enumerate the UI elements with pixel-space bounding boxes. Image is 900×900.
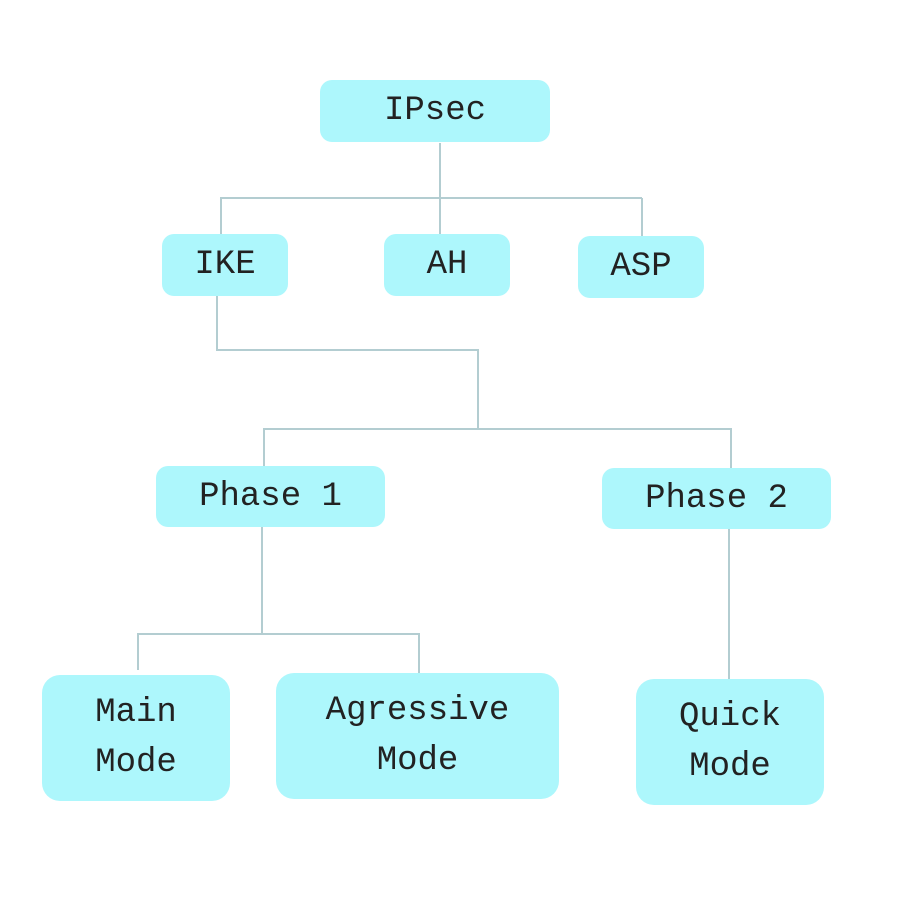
node-main-mode-line-2: Mode: [95, 744, 177, 782]
node-ipsec: IPsec: [320, 80, 550, 142]
node-phase-2: Phase 2: [602, 468, 831, 529]
node-asp: ASP: [578, 236, 704, 298]
node-quick-mode: Quick Mode: [636, 679, 824, 805]
node-asp-label: ASP: [610, 248, 672, 286]
node-agressive-mode: Agressive Mode: [276, 673, 559, 799]
node-agressive-mode-line-1: Agressive: [325, 692, 510, 730]
node-phase-1-label: Phase 1: [199, 477, 342, 516]
node-ike-label: IKE: [194, 246, 256, 284]
node-main-mode-line-1: Main: [95, 694, 177, 732]
node-quick-mode-line-2: Mode: [689, 748, 771, 786]
node-ah-label: AH: [426, 246, 468, 284]
node-quick-mode-line-1: Quick: [678, 698, 782, 736]
node-ah: AH: [384, 234, 510, 296]
node-phase-1: Phase 1: [156, 466, 385, 527]
node-ipsec-label: IPsec: [383, 92, 487, 130]
node-agressive-mode-line-2: Mode: [376, 742, 459, 780]
node-phase-2-label: Phase 2: [645, 479, 788, 518]
node-main-mode: Main Mode: [42, 675, 230, 801]
node-ike: IKE: [162, 234, 288, 296]
